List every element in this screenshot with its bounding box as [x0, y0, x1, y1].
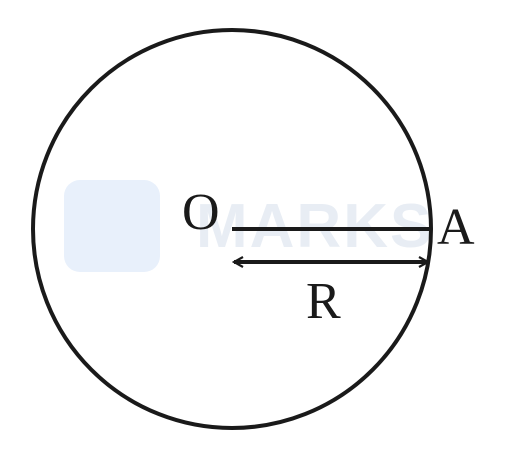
radius-label-r: R — [306, 273, 341, 330]
watermark: MARKS — [64, 180, 433, 272]
center-label-o: O — [182, 184, 220, 241]
point-label-a: A — [437, 199, 475, 256]
circle — [31, 28, 433, 430]
watermark-logo — [64, 180, 160, 272]
watermark-text: MARKS — [196, 192, 433, 261]
